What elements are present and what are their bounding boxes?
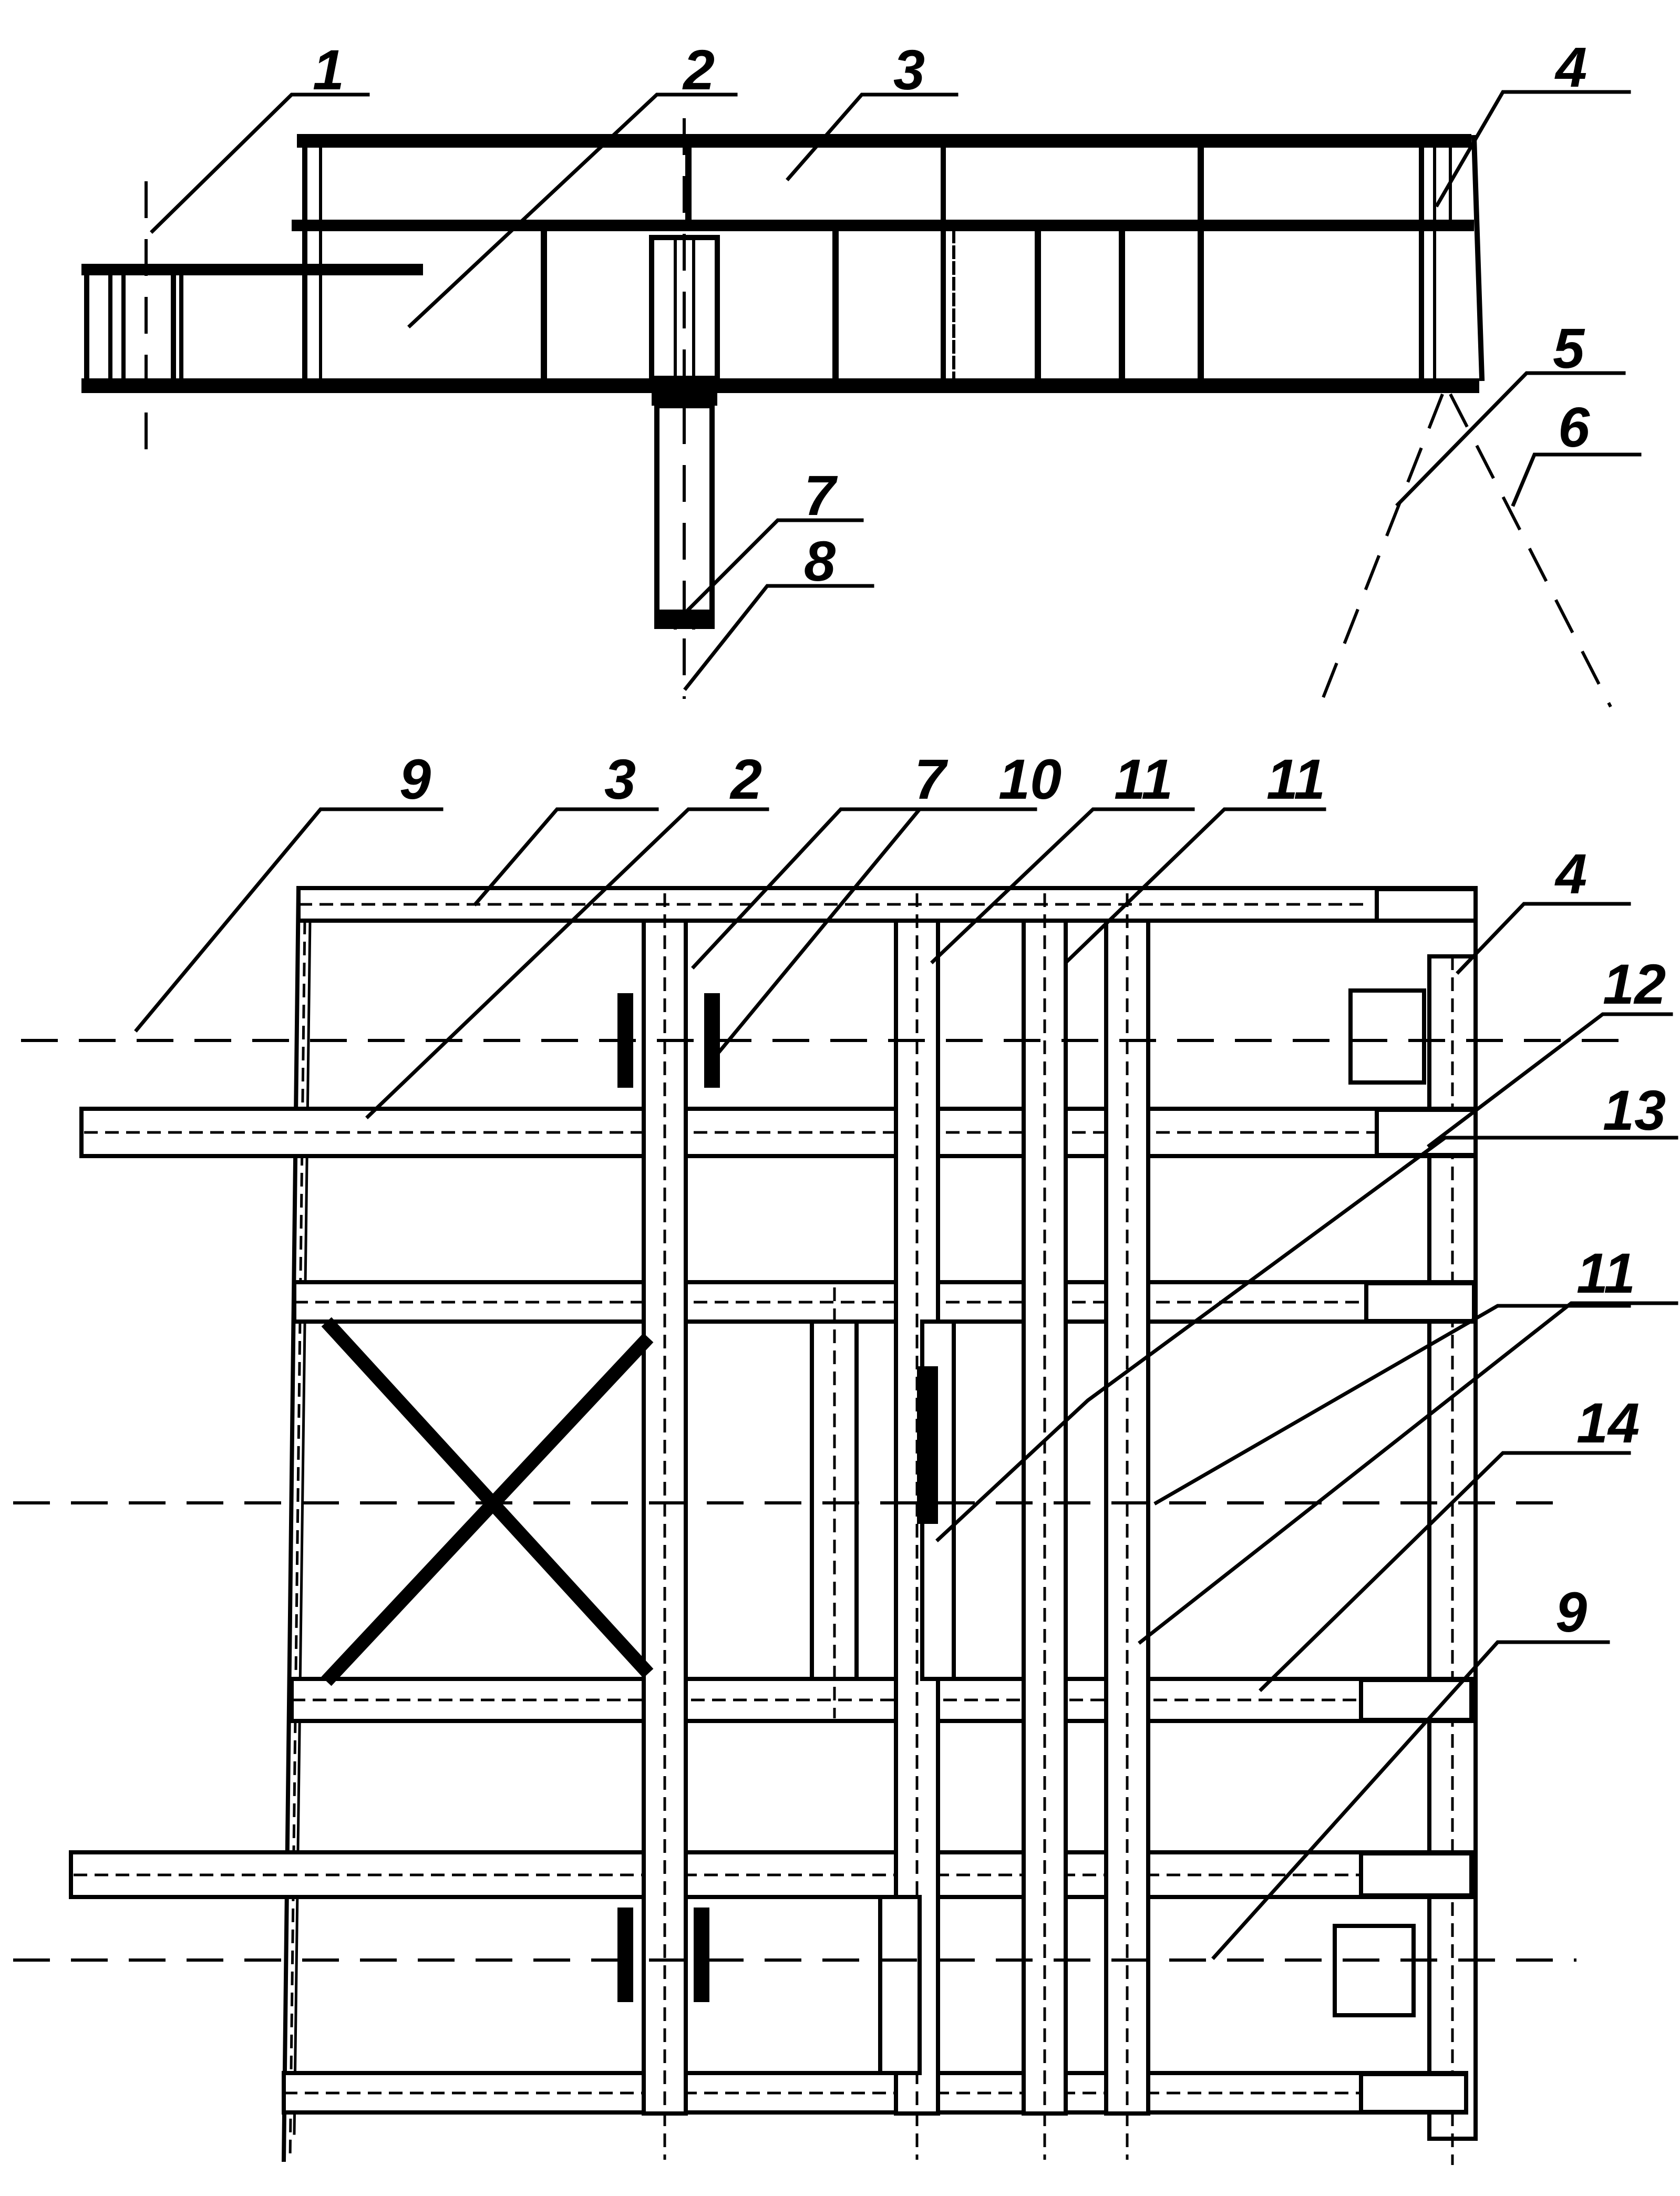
plan-view (13, 885, 1619, 2165)
label-14: 14 (1576, 1391, 1640, 1455)
label-3: 3 (604, 747, 636, 811)
cantilever-arm (81, 264, 423, 275)
leader-lines (134, 90, 1678, 1960)
label-4: 4 (1554, 842, 1587, 905)
label-4: 4 (1554, 35, 1587, 99)
label-11: 11 (1114, 747, 1173, 811)
label-10: 10 (998, 747, 1061, 811)
side-elevation-view (81, 118, 1612, 708)
label-1: 1 (313, 38, 344, 101)
label-3: 3 (893, 38, 925, 101)
label-6: 6 (1558, 395, 1590, 459)
label-2: 2 (729, 747, 762, 811)
label-12: 12 (1603, 952, 1666, 1016)
label-9: 9 (1555, 1580, 1587, 1644)
label-9: 9 (399, 747, 431, 811)
label-11: 11 (1576, 1241, 1635, 1305)
label-11: 11 (1266, 747, 1325, 811)
upper-beam (297, 134, 1471, 148)
label-13: 13 (1603, 1078, 1666, 1142)
part-labels: 1 2 3 4 5 6 7 8 9 3 2 7 10 11 11 4 12 13… (313, 35, 1666, 1644)
label-8: 8 (804, 529, 836, 593)
label-2: 2 (682, 38, 715, 101)
label-7: 7 (914, 747, 949, 811)
lower-beam (81, 378, 1479, 393)
label-5: 5 (1553, 316, 1585, 380)
label-7: 7 (804, 463, 838, 527)
middle-beam (292, 220, 1474, 231)
